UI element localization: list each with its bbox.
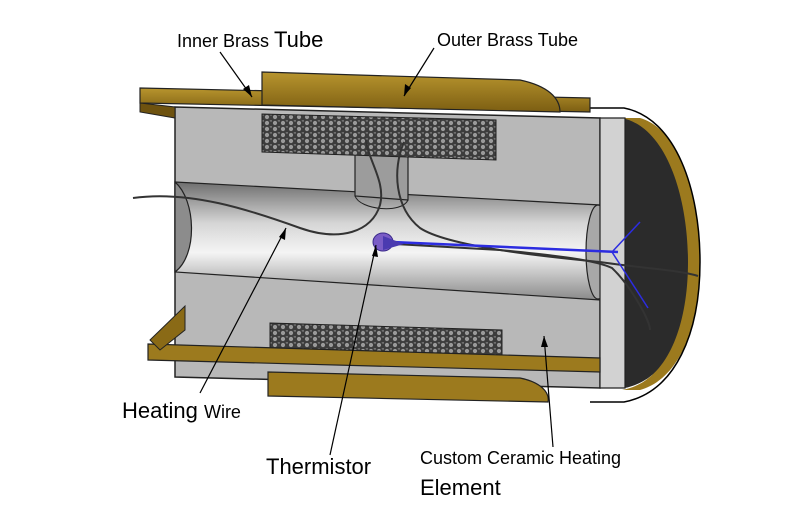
thermistor [372, 221, 649, 309]
leader-ceramic [543, 335, 554, 448]
label-thermistor: Thermistor [266, 454, 372, 479]
leader-arrowheads [243, 84, 548, 347]
leader-thermistor [329, 244, 377, 456]
label-inner-brass-tube: Inner Brass Tube [177, 27, 324, 52]
leader-heating-wire [199, 227, 287, 394]
label-ceramic-heating-element-line2: Element [420, 475, 501, 500]
heating-coil-top [261, 113, 497, 161]
label-ceramic-heating-element-line1: Custom Ceramic Heating [420, 448, 622, 468]
label-heating-wire: Heating Wire [122, 398, 241, 423]
outer-brass-tube [261, 71, 561, 403]
heating-wire [132, 139, 699, 331]
label-outer-brass-tube: Outer Brass Tube [437, 30, 579, 50]
